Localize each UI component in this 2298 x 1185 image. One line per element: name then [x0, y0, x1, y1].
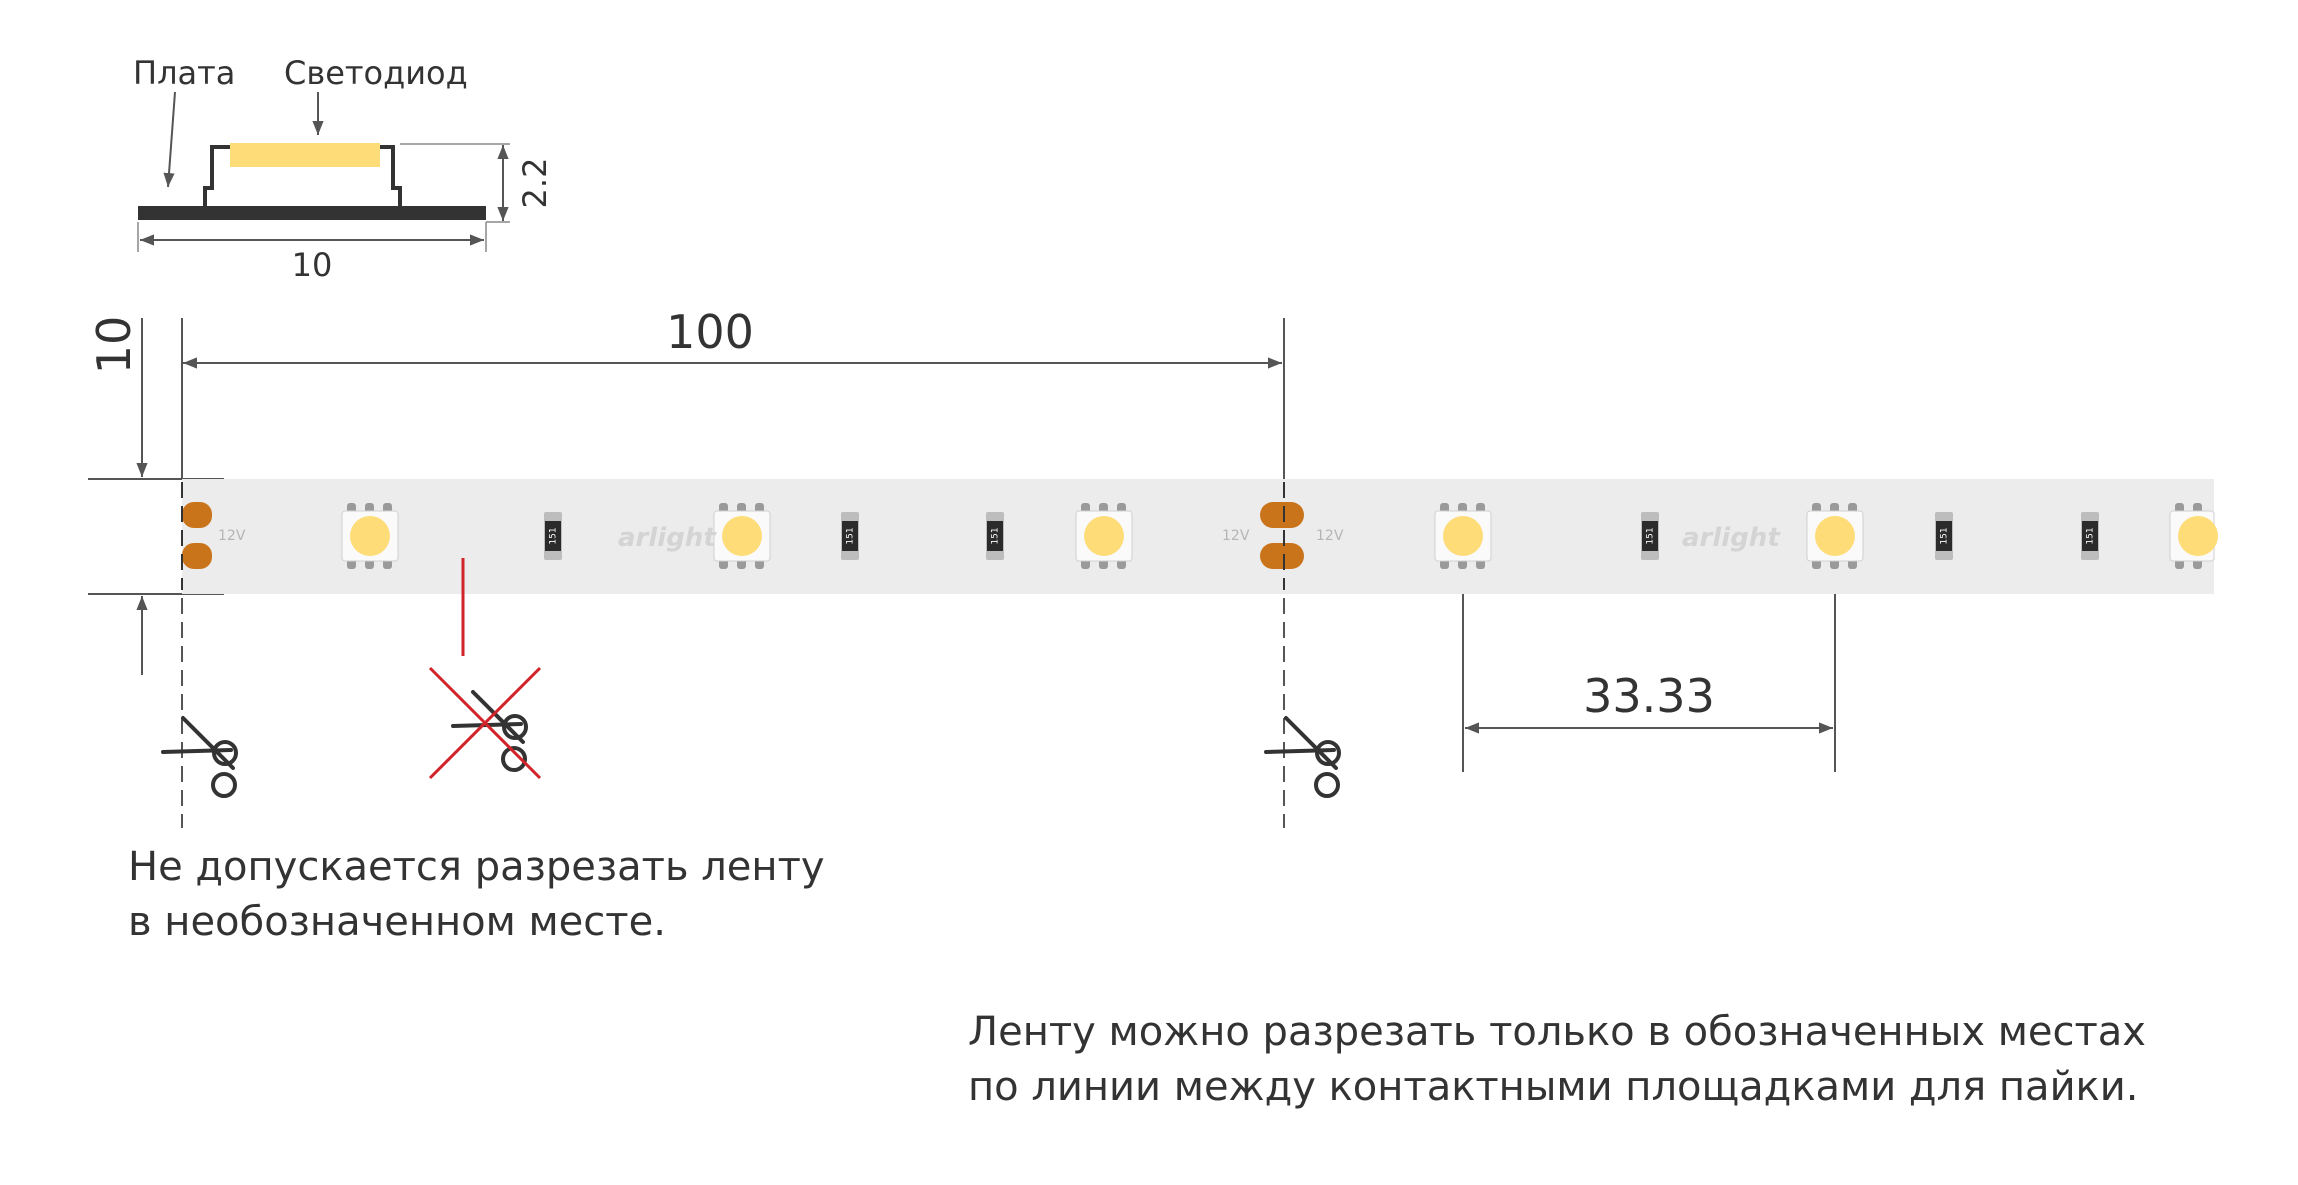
board-pointer	[163, 91, 176, 188]
pad-voltage-label: 12V	[1316, 528, 1344, 544]
led-pitch-value: 33.33	[1583, 669, 1715, 723]
led-label: Светодиод	[284, 54, 468, 92]
segment-length-value: 100	[666, 305, 754, 359]
solder-pads-start: 12V	[182, 502, 246, 569]
solder-pad-minus	[182, 543, 212, 569]
solder-pad-plus	[182, 502, 212, 528]
info-note-line2: по линии между контактными площадками дл…	[968, 1064, 2139, 1110]
forbidden-cut-marker	[428, 558, 542, 780]
resistor-code: 151	[1940, 527, 1950, 544]
led-chip	[1075, 503, 1133, 569]
board-pcb	[138, 206, 486, 220]
resistor-code: 151	[1646, 527, 1656, 544]
led-chip	[1806, 503, 1864, 569]
resistor: 151	[1641, 512, 1659, 560]
scissors-icon	[1264, 716, 1341, 798]
profile-cross-section: Плата Светодиод 2.2 10	[133, 54, 554, 284]
resistor: 151	[1935, 512, 1953, 560]
info-note: Ленту можно разрезать только в обозначен…	[968, 1005, 2146, 1115]
resistor-code: 151	[2086, 527, 2096, 544]
solder-pad-minus	[1260, 543, 1304, 569]
led-chip	[713, 503, 771, 569]
warning-note-line1: Не допускается разрезать ленту	[128, 844, 825, 890]
solder-pad-plus	[1260, 502, 1304, 528]
resistor: 151	[544, 512, 562, 560]
brand-watermark: arlight	[1682, 523, 1781, 553]
led-chip	[1434, 503, 1492, 569]
pad-voltage-label: 12V	[1222, 528, 1250, 544]
cross-out-icon	[428, 666, 542, 780]
resistor: 151	[986, 512, 1004, 560]
resistor: 151	[2081, 512, 2099, 560]
led-chip	[2169, 503, 2218, 569]
led-strip: 12V 12V 12V	[182, 479, 2218, 594]
scissors-icon	[161, 716, 238, 798]
height-dimension-value: 2.2	[516, 158, 554, 209]
warning-note: Не допускается разрезать ленту в необозн…	[128, 840, 825, 950]
brand-watermark: arlight	[618, 523, 717, 553]
warning-note-line2: в необозначенном месте.	[128, 899, 666, 945]
solder-pads-cut: 12V 12V	[1222, 502, 1344, 569]
strip-width-value: 10	[87, 316, 141, 375]
strip-body	[182, 479, 2214, 594]
resistor-code: 151	[549, 527, 559, 544]
led-chip	[341, 503, 399, 569]
led-phosphor	[230, 143, 380, 167]
width-dimension-value: 10	[292, 246, 333, 284]
resistor-code: 151	[991, 527, 1001, 544]
pad-voltage-label: 12V	[218, 528, 246, 544]
resistor: 151	[841, 512, 859, 560]
board-label: Плата	[133, 54, 235, 92]
scissors-icon	[451, 690, 528, 772]
info-note-line1: Ленту можно разрезать только в обозначен…	[968, 1009, 2146, 1055]
resistor-code: 151	[846, 527, 856, 544]
